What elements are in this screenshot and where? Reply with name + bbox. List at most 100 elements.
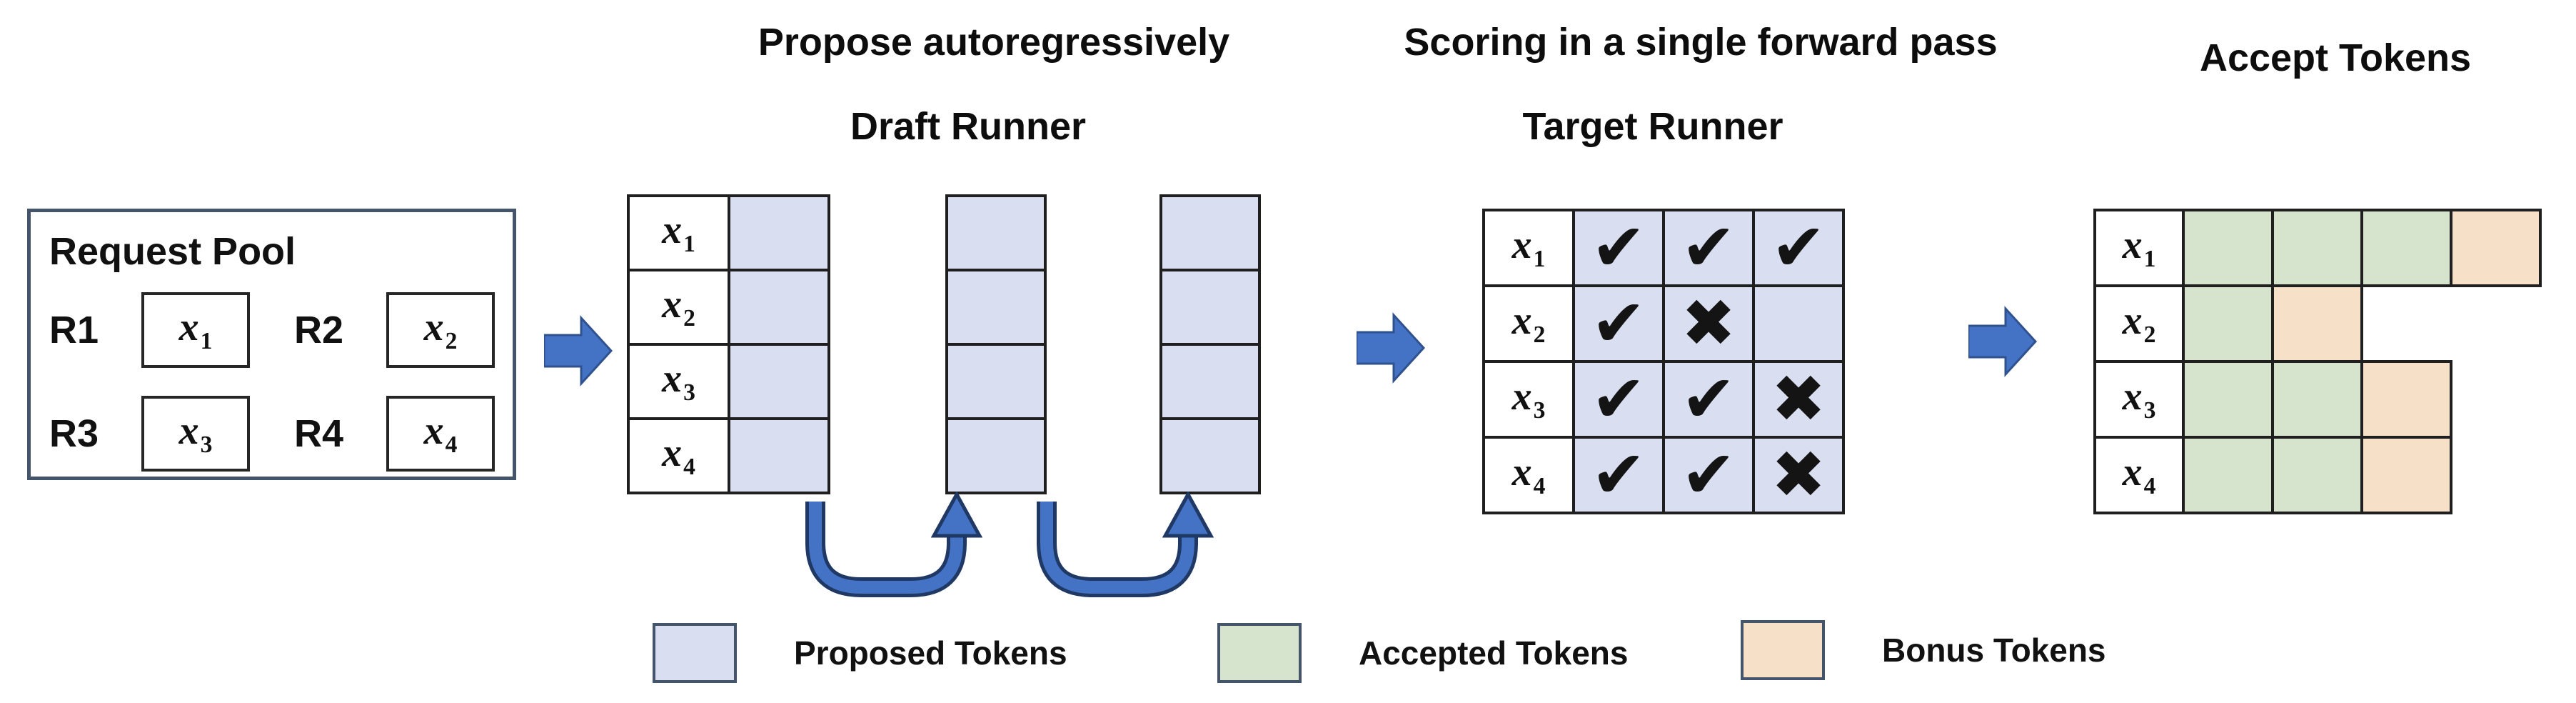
token-label: x3 <box>178 408 213 458</box>
target-caption: Scoring in a single forward pass <box>1404 21 1998 64</box>
check-icon: ✔ <box>1572 284 1665 363</box>
token-label: x1 <box>2122 222 2156 272</box>
token-label: x3 <box>1511 374 1546 424</box>
draft-step-column <box>1159 194 1261 494</box>
draft-title: Draft Runner <box>850 105 1087 148</box>
proposed-token-cell <box>1159 269 1261 346</box>
accepted-token-cell <box>2182 284 2274 363</box>
draft-row: x4 <box>627 417 830 494</box>
draft-row: x2 <box>627 269 830 346</box>
check-icon: ✔ <box>1662 360 1755 439</box>
proposed-token-cell <box>1159 417 1261 494</box>
token-label: x4 <box>423 408 458 458</box>
legend-label: Proposed Tokens <box>794 634 1067 672</box>
accept-row: x4 <box>2093 436 2542 514</box>
target-grid: x1✔✔✔x2✔✖x3✔✔✖x4✔✔✖ <box>1482 209 1845 514</box>
token-label: x1 <box>662 207 695 257</box>
flow-arrow-icon <box>1357 312 1425 384</box>
legend-label: Accepted Tokens <box>1359 634 1629 672</box>
bonus-token-cell <box>2360 436 2452 514</box>
token-label: x3 <box>2122 374 2156 424</box>
check-icon: ✔ <box>1572 209 1665 287</box>
draft-row: x3 <box>627 343 830 420</box>
proposed-token-cell <box>728 194 830 271</box>
accepted-token-cell <box>2182 360 2274 439</box>
row-label-cell: x1 <box>1482 209 1575 287</box>
check-icon: ✔ <box>1572 360 1665 439</box>
request-id-label: R3 <box>49 412 99 455</box>
flow-arrow-icon <box>1968 306 2037 377</box>
row-label-cell: x3 <box>627 343 730 420</box>
check-icon: ✔ <box>1662 209 1755 287</box>
token-label: x4 <box>2122 449 2156 499</box>
token-label: x2 <box>2122 298 2156 348</box>
draft-caption: Propose autoregressively <box>758 21 1230 64</box>
target-row: x3✔✔✖ <box>1482 360 1845 439</box>
row-label-cell: x1 <box>2093 209 2185 287</box>
token-label: x1 <box>1511 222 1546 272</box>
token-label: x2 <box>1511 298 1546 348</box>
token-label: x1 <box>178 304 213 354</box>
proposed-token-cell <box>945 343 1047 420</box>
draft-table: x1 x2 x3 x4 <box>627 194 830 494</box>
request-item: R4 x4 <box>294 396 495 472</box>
row-label-cell: x3 <box>1482 360 1575 439</box>
target-row: x1✔✔✔ <box>1482 209 1845 287</box>
row-label-cell: x4 <box>1482 436 1575 514</box>
request-id-label: R2 <box>294 309 344 352</box>
bonus-token-cell <box>2271 284 2363 363</box>
legend-item: Proposed Tokens <box>653 623 1067 683</box>
proposed-token-cell <box>945 417 1047 494</box>
accepted-token-cell <box>2182 209 2274 287</box>
legend-label: Bonus Tokens <box>1882 632 2106 669</box>
proposed-token-cell <box>728 269 830 346</box>
proposed-token-cell <box>945 194 1047 271</box>
accept-row: x2 <box>2093 284 2542 363</box>
accepted-token-cell <box>2271 360 2363 439</box>
accept-row: x1 <box>2093 209 2542 287</box>
draft-step-column <box>945 194 1047 494</box>
request-id-label: R4 <box>294 412 344 455</box>
target-row: x4✔✔✖ <box>1482 436 1845 514</box>
row-label-cell: x2 <box>2093 284 2185 363</box>
row-label-cell: x4 <box>627 417 730 494</box>
curve-arrow-icon <box>1037 492 1214 597</box>
token-label: x3 <box>662 356 695 406</box>
row-label-cell: x2 <box>1482 284 1575 363</box>
bonus-token-cell <box>2360 360 2452 439</box>
request-pool-title: Request Pool <box>49 230 296 273</box>
accepted-token-cell <box>2182 436 2274 514</box>
draft-row: x1 <box>627 194 830 271</box>
accepted-token-cell <box>2271 436 2363 514</box>
cross-icon: ✖ <box>1662 284 1755 363</box>
check-icon: ✔ <box>1662 436 1755 514</box>
accept-grid: x1 x2 x3 x4 <box>2093 209 2542 514</box>
legend-swatch-accepted <box>1217 623 1302 683</box>
token-box: x2 <box>386 292 495 368</box>
proposed-token-cell <box>1159 343 1261 420</box>
accepted-token-cell <box>2360 209 2452 287</box>
proposed-token-cell <box>1159 194 1261 271</box>
token-label: x2 <box>423 304 458 354</box>
cross-icon: ✖ <box>1752 436 1845 514</box>
target-row: x2 ✔✖ <box>1482 284 1845 363</box>
check-icon: ✔ <box>1752 209 1845 287</box>
row-label-cell: x4 <box>2093 436 2185 514</box>
token-label: x2 <box>662 281 695 331</box>
token-box: x3 <box>141 396 250 472</box>
cross-icon: ✖ <box>1752 360 1845 439</box>
target-title: Target Runner <box>1522 105 1783 148</box>
token-label: x4 <box>1511 449 1546 499</box>
blank-score-cell <box>1752 284 1845 363</box>
request-id-label: R1 <box>49 309 99 352</box>
curve-arrow-icon <box>805 492 983 597</box>
proposed-token-cell <box>728 343 830 420</box>
row-label-cell: x2 <box>627 269 730 346</box>
check-icon: ✔ <box>1572 436 1665 514</box>
token-label: x4 <box>662 430 695 480</box>
legend-item: Accepted Tokens <box>1217 623 1628 683</box>
proposed-token-cell <box>945 269 1047 346</box>
accepted-token-cell <box>2271 209 2363 287</box>
